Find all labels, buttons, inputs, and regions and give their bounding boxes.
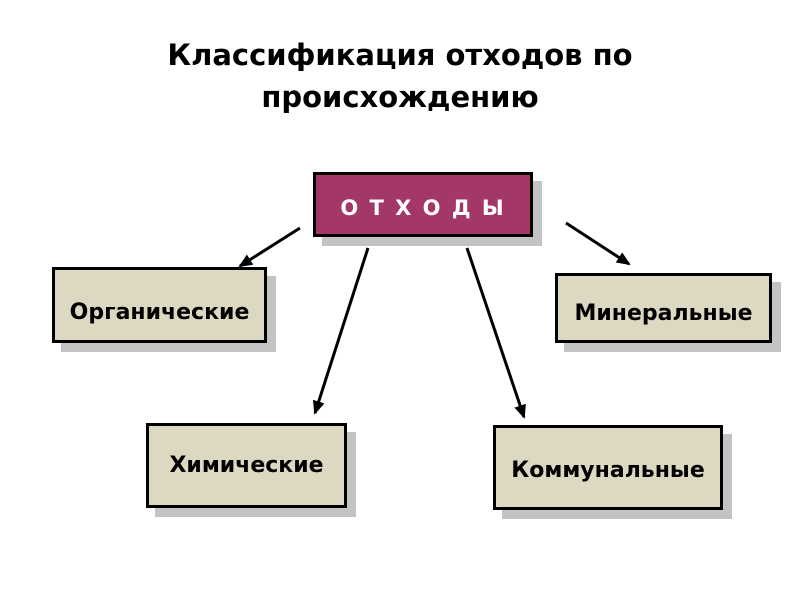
node-organicheskie: Органические (52, 267, 267, 343)
arrow-root-to-mineral (565, 221, 631, 266)
slide-title: Классификация отходов по происхождению (0, 34, 800, 118)
node-kommunalnye: Коммунальные (493, 425, 723, 510)
node-otkhody: О Т Х О Д Ы (313, 172, 533, 237)
slide-title-line-1: Классификация отходов по (167, 38, 633, 72)
slide-title-line-2: происхождению (261, 80, 539, 115)
arrow-root-to-organic (238, 226, 301, 268)
node-mineralnye: Минеральные (555, 273, 772, 343)
arrow-root-to-chemical (312, 247, 370, 415)
node-khimicheskie: Химические (146, 423, 347, 508)
arrow-root-to-communal (465, 247, 526, 419)
